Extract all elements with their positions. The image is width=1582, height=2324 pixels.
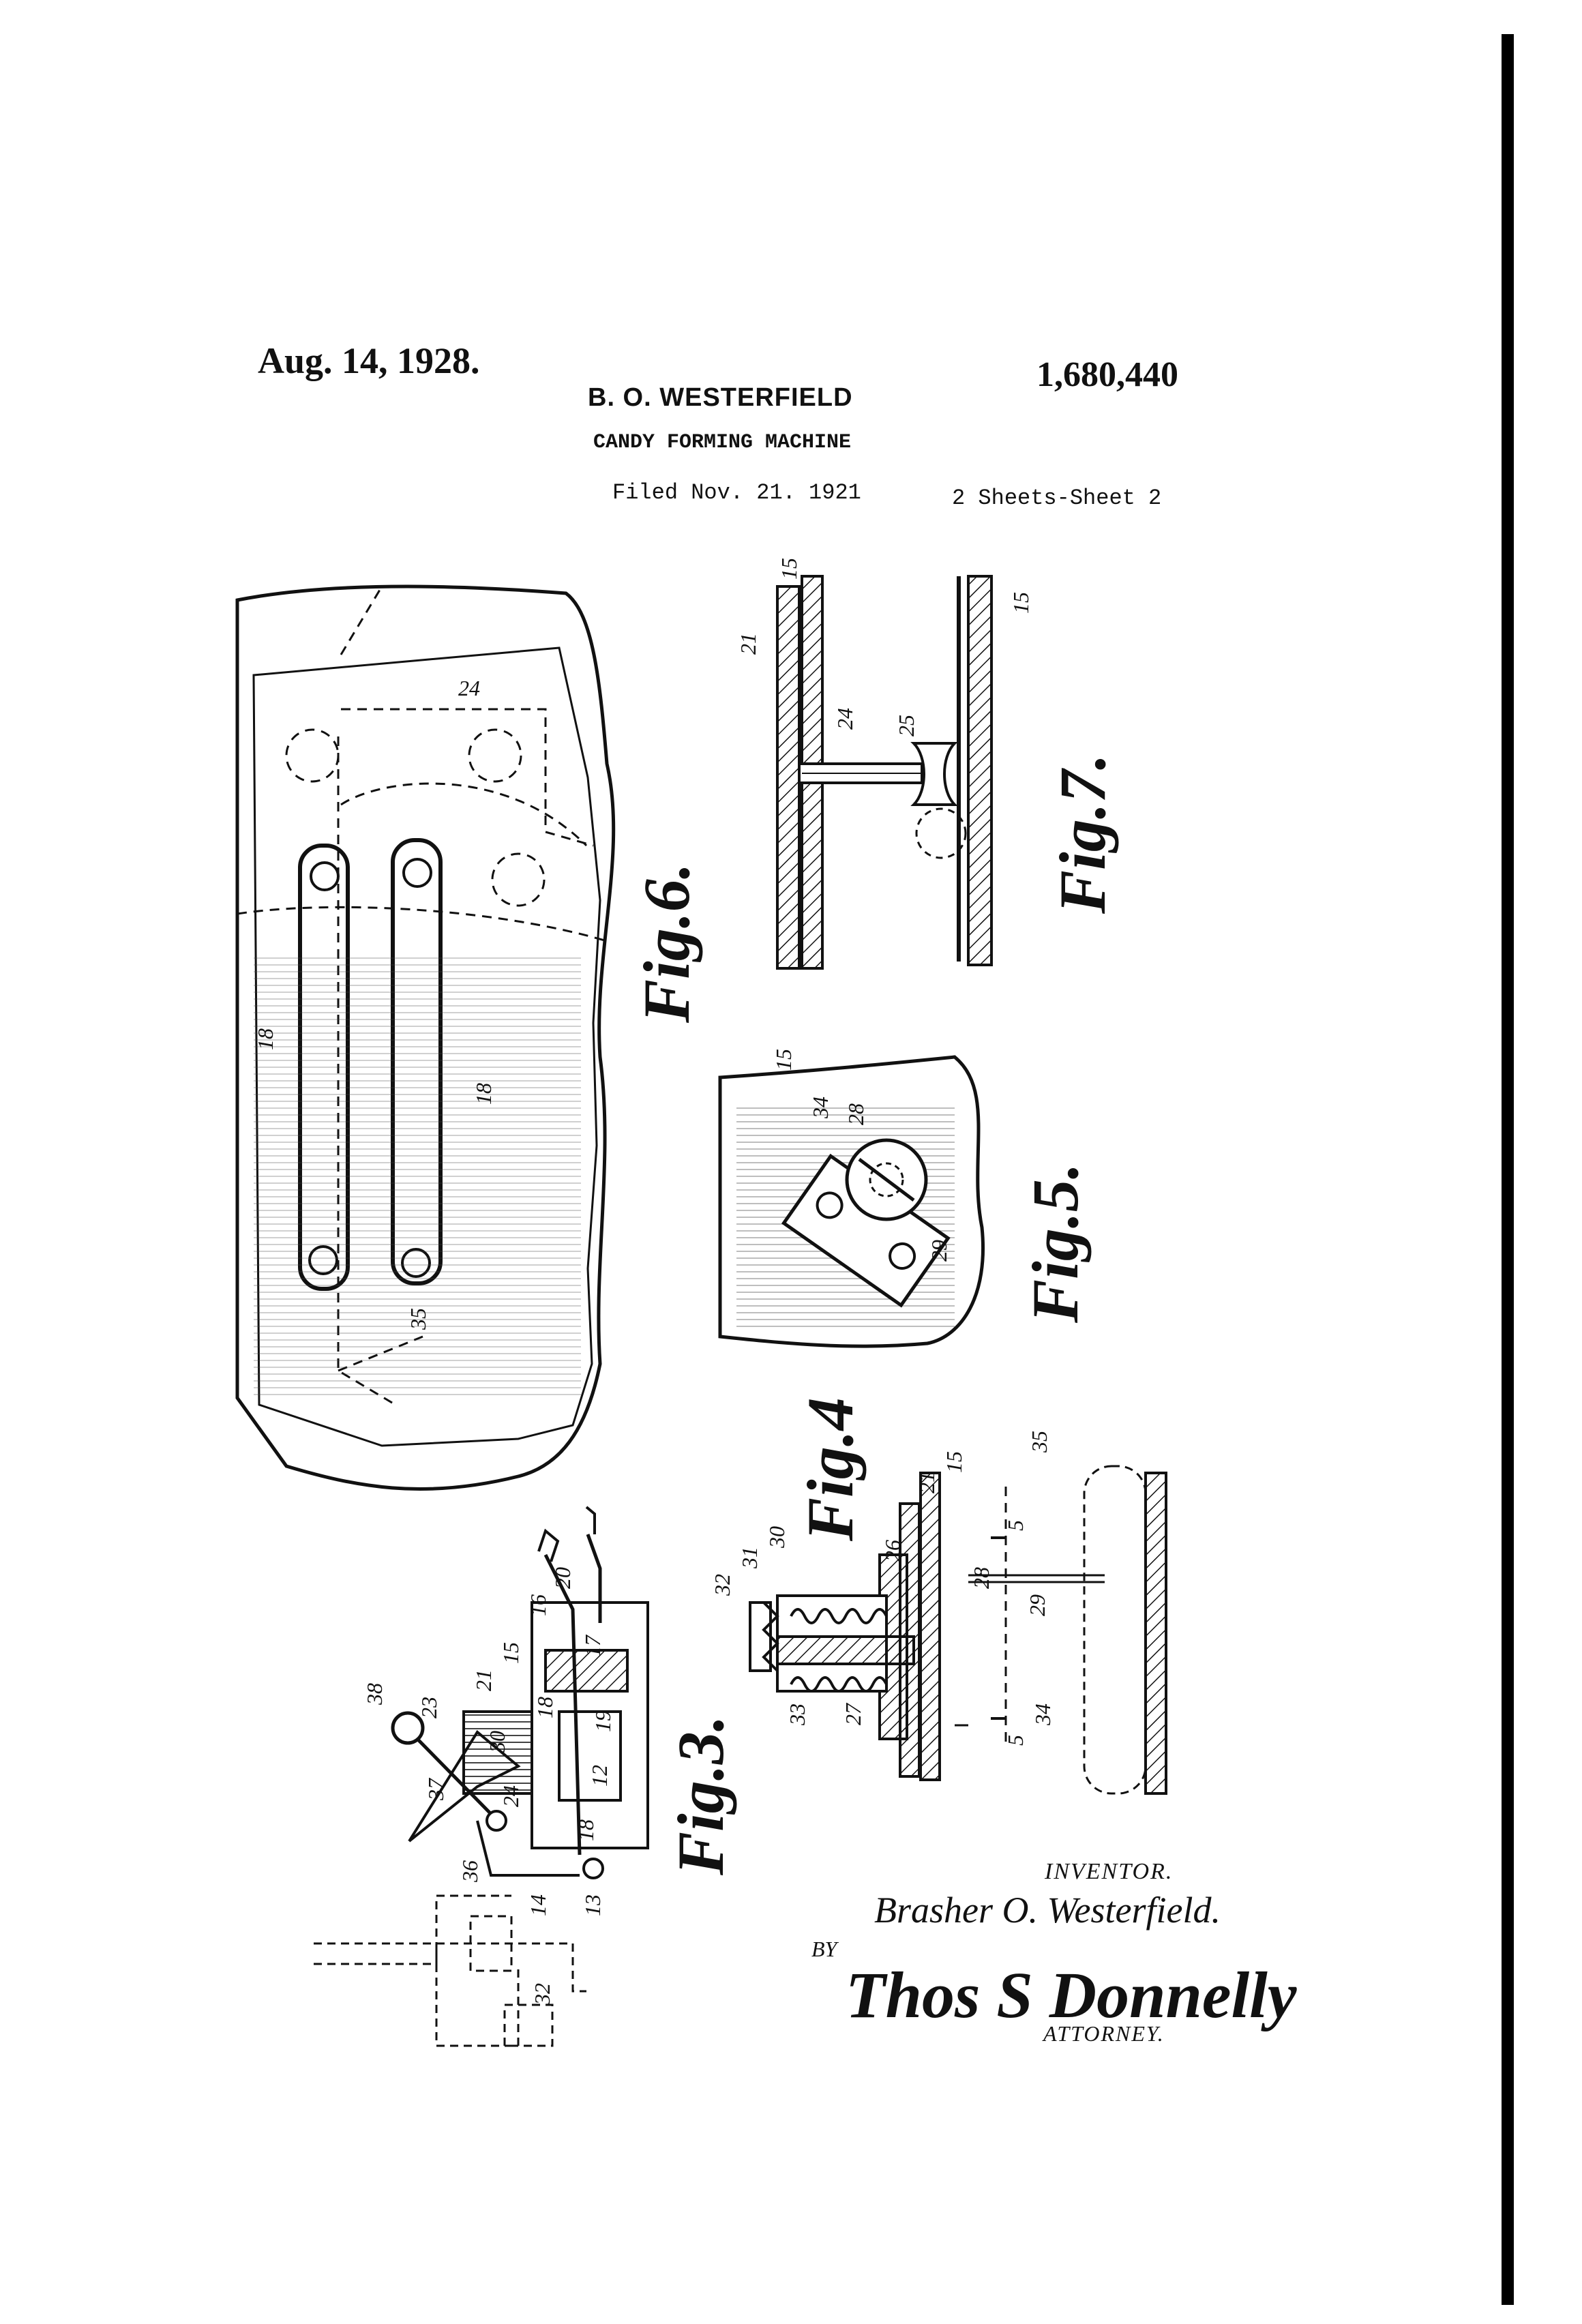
fig3-label-14: 14 bbox=[526, 1894, 550, 1916]
fig6-label-18b: 18 bbox=[471, 1083, 496, 1105]
figure-3-drawing bbox=[314, 1506, 649, 2047]
fig4-label-29: 29 bbox=[1025, 1594, 1049, 1616]
fig4-label-5b: 5 bbox=[1003, 1735, 1028, 1746]
inventor-name: B. O. WESTERFIELD bbox=[588, 383, 853, 412]
right-margin-rule bbox=[1502, 34, 1514, 2305]
figure-4-drawing bbox=[749, 1465, 1167, 1795]
fig3-label-18a: 18 bbox=[533, 1697, 557, 1718]
patent-number: 1,680,440 bbox=[1036, 355, 1178, 394]
fig3-label-23: 23 bbox=[417, 1697, 441, 1718]
fig7-label-15a: 15 bbox=[777, 558, 801, 580]
fig7-label-15b: 15 bbox=[1009, 592, 1033, 614]
fig5-label-28: 28 bbox=[844, 1103, 868, 1125]
fig3-label-38: 38 bbox=[362, 1683, 387, 1705]
fig3-label-13: 13 bbox=[580, 1894, 605, 1916]
figure-6-caption: Fig.6. bbox=[630, 863, 703, 1024]
fig4-label-31: 31 bbox=[737, 1547, 762, 1569]
fig6-label-24: 24 bbox=[458, 676, 480, 700]
fig4-label-35: 35 bbox=[1027, 1431, 1051, 1453]
fig7-label-24: 24 bbox=[833, 708, 857, 730]
fig3-label-20: 20 bbox=[550, 1567, 575, 1589]
fig4-label-21: 21 bbox=[914, 1472, 939, 1493]
fig4-label-26: 26 bbox=[880, 1540, 905, 1562]
figure-3-caption: Fig.3. bbox=[664, 1715, 737, 1876]
fig7-label-21: 21 bbox=[736, 633, 760, 655]
fig6-label-35: 35 bbox=[406, 1308, 430, 1330]
fig3-label-30: 30 bbox=[485, 1731, 509, 1753]
figure-7-caption: Fig.7. bbox=[1046, 754, 1119, 914]
fig6-label-18a: 18 bbox=[253, 1028, 278, 1050]
attorney-label: ATTORNEY. bbox=[1043, 2021, 1165, 2046]
fig4-label-32: 32 bbox=[710, 1574, 734, 1596]
inventor-label: INVENTOR. bbox=[1045, 1859, 1174, 1884]
figure-5-drawing bbox=[718, 1055, 985, 1348]
figure-5-caption: Fig.5. bbox=[1019, 1163, 1092, 1324]
fig4-label-34: 34 bbox=[1030, 1703, 1055, 1726]
fig5-label-15: 15 bbox=[771, 1049, 796, 1071]
fig7-label-25: 25 bbox=[894, 715, 919, 736]
fig4-label-33: 33 bbox=[785, 1703, 809, 1726]
fig3-label-16: 16 bbox=[526, 1594, 550, 1616]
patent-title: CANDY FORMING MACHINE bbox=[593, 431, 852, 454]
sheet-count: 2 Sheets-Sheet 2 bbox=[952, 486, 1162, 511]
fig5-label-34: 34 bbox=[808, 1097, 833, 1119]
fig4-label-27: 27 bbox=[841, 1702, 865, 1725]
fig3-label-32: 32 bbox=[530, 1983, 554, 2006]
fig4-label-15: 15 bbox=[942, 1451, 966, 1473]
fig3-label-15: 15 bbox=[498, 1642, 523, 1664]
fig3-label-24: 24 bbox=[498, 1785, 523, 1807]
fig3-label-18b: 18 bbox=[573, 1819, 598, 1841]
fig3-label-21: 21 bbox=[471, 1669, 496, 1691]
patent-date: Aug. 14, 1928. bbox=[258, 340, 480, 381]
fig3-label-36: 36 bbox=[458, 1860, 482, 1883]
fig4-label-30: 30 bbox=[764, 1526, 789, 1549]
by-label: BY bbox=[811, 1937, 837, 1961]
attorney-signature: Thos S Donnelly bbox=[846, 1958, 1297, 2031]
fig3-label-17: 17 bbox=[580, 1634, 605, 1657]
inventor-signature: Brasher O. Westerfield. bbox=[874, 1890, 1221, 1931]
fig5-label-29: 29 bbox=[927, 1240, 951, 1262]
fig4-label-28: 28 bbox=[969, 1567, 994, 1589]
figure-6-drawing bbox=[235, 584, 616, 1491]
filed-date: Filed Nov. 21. 1921 bbox=[612, 480, 861, 505]
figure-4-caption: Fig.4 bbox=[794, 1397, 867, 1542]
figure-7-drawing bbox=[776, 575, 993, 970]
fig3-label-19: 19 bbox=[591, 1710, 615, 1732]
fig3-label-12: 12 bbox=[587, 1765, 612, 1787]
fig3-label-37: 37 bbox=[423, 1777, 448, 1801]
fig4-label-5a: 5 bbox=[1003, 1520, 1028, 1531]
